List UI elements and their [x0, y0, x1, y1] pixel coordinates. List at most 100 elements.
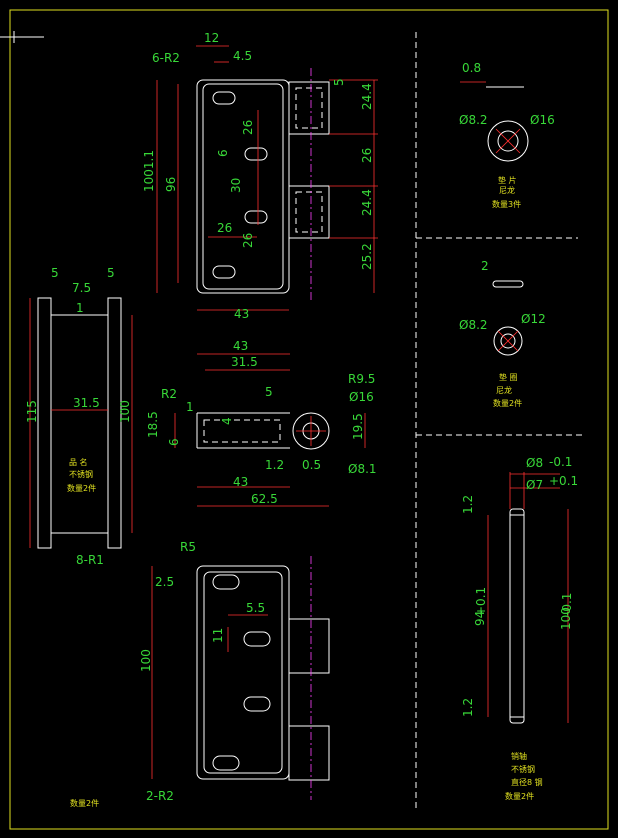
- slot-3: [244, 210, 268, 224]
- bottom-knuckle-lower: [288, 725, 330, 781]
- mid-view-dimension-label: 18.5: [146, 411, 160, 438]
- side-view-dimension-label: 115: [25, 400, 39, 423]
- washer-mid-edge: [492, 280, 524, 288]
- slot-1: [212, 91, 236, 105]
- knuckle-lower: [288, 185, 330, 239]
- washer-mid-dimension-label: 2: [481, 259, 489, 273]
- pin-view-dimension-label: -0.1: [560, 593, 574, 616]
- bottom-view-dimension-label: 2.5: [155, 575, 174, 589]
- mid-view-dimension-label: 62.5: [251, 492, 278, 506]
- bottom-slot-1: [212, 574, 240, 590]
- top-view-dimension-label: 6: [216, 149, 230, 157]
- bottom-view-dimension-label: R5: [180, 540, 196, 554]
- drawing-border: [9, 9, 609, 830]
- top-view-dimension-label: 26: [241, 233, 255, 248]
- bottom-view-dimension-label: 100: [139, 649, 153, 672]
- pin-view-dimension-label: 100: [559, 607, 573, 630]
- washer-mid-note: 尼龙: [496, 385, 512, 395]
- pin-view-dimension-label: +0.1: [549, 474, 578, 488]
- top-view: [156, 45, 378, 311]
- mid-view-dimension-label: Ø16: [349, 390, 374, 404]
- side-view-dimension-label: 1: [76, 301, 84, 315]
- pin-view-dimension-label: +0.1: [474, 587, 488, 616]
- bottom-view-dimension-label: 5.5: [246, 601, 265, 615]
- mid-view-dimension-label: 0.5: [302, 458, 321, 472]
- bottom-knuckle-upper: [288, 618, 330, 674]
- bottom-slot-2: [243, 631, 271, 647]
- mid-view-dimension-label: 31.5: [231, 355, 258, 369]
- pin-view-dimension-label: Ø7: [526, 478, 543, 492]
- top-view-dimension-label: 4.5: [233, 49, 252, 63]
- washer-mid-outer: [493, 326, 523, 356]
- side-view-note: 品 名: [69, 457, 88, 467]
- pin-view-dimension-label: 94: [473, 611, 487, 626]
- slot-4: [212, 265, 236, 279]
- pin-view: [487, 472, 569, 724]
- side-view-note: 数量2件: [67, 483, 96, 493]
- top-view-dimension-label: 24.4: [360, 189, 374, 216]
- leaf-plate-inner: [202, 83, 284, 290]
- side-view-dimension-label: 8-R1: [76, 553, 104, 567]
- pin-view-dimension-label: -0.1: [549, 455, 572, 469]
- washer-top-note: 尼龙: [499, 185, 515, 195]
- pin-view-dimension-label: Ø8: [526, 456, 543, 470]
- top-view-dimension-label: 25.2: [360, 243, 374, 270]
- mid-view-dimension-label: 4: [220, 417, 234, 425]
- washer-outer-circle: [487, 120, 529, 162]
- center-cross-2: [495, 128, 521, 154]
- mid-view-dimension-label: 5: [265, 385, 273, 399]
- top-view-dimension-label: 12: [204, 31, 219, 45]
- top-view-dimension-label: 26: [241, 120, 255, 135]
- side-view: [29, 297, 133, 549]
- slot-2: [244, 147, 268, 161]
- side-strip-right: [107, 297, 122, 549]
- bottom-view-note: 数量2件: [70, 798, 99, 808]
- washer-top-view: [460, 81, 529, 162]
- side-view-dimension-label: 7.5: [72, 281, 91, 295]
- pin-view-note: 不锈钢: [511, 764, 535, 774]
- washer-top-note: 数量3件: [492, 199, 521, 209]
- mid-view-dimension-label: 6: [167, 438, 181, 446]
- top-view-dimension-label: 26: [217, 221, 232, 235]
- pin-view-note: 直径8 钢: [511, 777, 543, 787]
- side-view-dimension-label: 31.5: [73, 396, 100, 410]
- leaf-plate-outline: [196, 79, 290, 294]
- washer-top-dimension-label: Ø8.2: [459, 113, 488, 127]
- knuckle-lower-inner: [295, 191, 323, 233]
- mid-view-dimension-label: Ø8.1: [348, 462, 377, 476]
- washer-mid-view: [492, 280, 524, 356]
- center-cross-2: [497, 330, 519, 352]
- washer-mid-note: 垫 圈: [499, 372, 518, 382]
- side-view-note: 不锈钢: [69, 469, 93, 479]
- bottom-slot-3: [243, 696, 271, 712]
- pin-view-dimension-label: 1.2: [461, 698, 475, 717]
- washer-top-dimension-label: Ø16: [530, 113, 555, 127]
- washer-top-note: 垫 片: [498, 175, 517, 185]
- washer-mid-dimension-label: Ø8.2: [459, 318, 488, 332]
- bottom-view: [151, 556, 330, 800]
- mid-view-dimension-label: R2: [161, 387, 177, 401]
- top-view-dimension-label: 24.4: [360, 83, 374, 110]
- washer-mid-dimension-label: Ø12: [521, 312, 546, 326]
- washer-top-dimension-label: 0.8: [462, 61, 481, 75]
- bottom-plate-inner: [203, 571, 283, 774]
- washer-mid-note: 数量2件: [493, 398, 522, 408]
- top-view-dimension-label: 1001.1: [142, 150, 156, 192]
- pin-view-note: 销轴: [511, 751, 527, 761]
- mid-view-dimension-label: R9.5: [348, 372, 375, 386]
- top-view-dimension-label: 5: [332, 78, 346, 86]
- side-strip-left: [37, 297, 52, 549]
- mid-view-dimension-label: 1.2: [265, 458, 284, 472]
- section-inner: [203, 419, 281, 443]
- mid-view-dimension-label: 1: [186, 400, 194, 414]
- pin-view-dimension-label: 1.2: [461, 495, 475, 514]
- bottom-plate-outline: [196, 565, 290, 780]
- top-view-dimension-label: 30: [229, 178, 243, 193]
- side-view-dimension-label: 5: [51, 266, 59, 280]
- mid-view-dimension-label: 43: [233, 339, 248, 353]
- bottom-slot-4: [212, 755, 240, 771]
- side-view-dimension-label: 100: [118, 400, 132, 423]
- mid-view-dimension-label: 19.5: [351, 413, 365, 440]
